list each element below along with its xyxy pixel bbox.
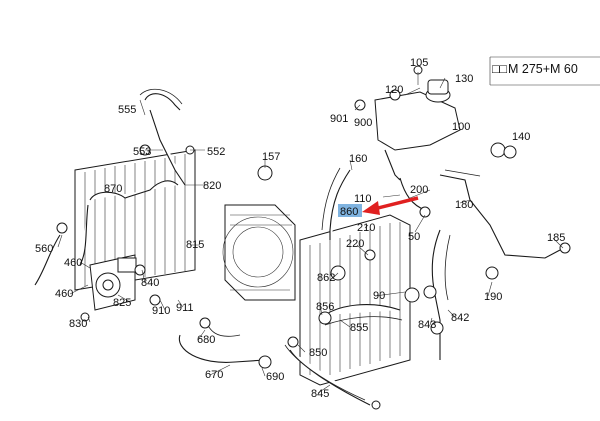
label-830: 830 (69, 318, 87, 330)
water-pump-825 (89, 254, 137, 311)
label-100: 100 (452, 121, 470, 133)
label-90: 90 (373, 290, 385, 302)
label-130: 130 (455, 73, 473, 85)
label-560: 560 (35, 243, 53, 255)
leader-lines (57, 72, 564, 394)
hose-855 (324, 304, 401, 316)
label-910: 910 (152, 305, 170, 317)
label-825: 825 (113, 297, 131, 309)
label-850: 850 (309, 347, 327, 359)
label-50: 50 (408, 231, 420, 243)
header-engine-text: M 275+M 60 (508, 62, 578, 76)
label-815: 815 (186, 239, 204, 251)
label-220: 220 (346, 238, 364, 250)
label-210: 210 (357, 222, 375, 234)
label-690: 690 (266, 371, 284, 383)
label-856: 856 (316, 301, 334, 313)
engine-header: □□ M 275+M 60 (489, 56, 600, 86)
expansion-tank-100 (374, 79, 461, 181)
label-180: 180 (455, 199, 473, 211)
header-box-glyph: □□ (492, 62, 508, 76)
hose-560 (34, 234, 61, 286)
right-radiator (299, 214, 411, 386)
fittings (56, 65, 571, 410)
label-157: 157 (262, 151, 280, 163)
hose-555 (144, 93, 186, 186)
label-140: 140 (512, 131, 530, 143)
red-arrow (362, 196, 419, 215)
label-552: 552 (207, 146, 225, 158)
label-460-top: 460 (64, 257, 82, 269)
label-911: 911 (176, 302, 194, 314)
label-843: 843 (418, 319, 436, 331)
label-845: 845 (311, 388, 329, 400)
label-190: 190 (484, 291, 502, 303)
label-870: 870 (104, 183, 122, 195)
label-553: 553 (133, 146, 151, 158)
label-555: 555 (118, 104, 136, 116)
part-labels: 105 130 120 901 900 100 140 555 553 552 … (35, 57, 565, 400)
label-110: 110 (354, 193, 372, 205)
label-185: 185 (547, 232, 565, 244)
label-200: 200 (410, 184, 428, 196)
label-860: 860 (340, 206, 358, 218)
label-842: 842 (451, 312, 469, 324)
label-855: 855 (350, 322, 368, 334)
pipe-180 (439, 174, 561, 259)
hose-670 (178, 334, 266, 363)
label-901: 901 (330, 113, 348, 125)
label-670: 670 (205, 369, 223, 381)
label-105: 105 (410, 57, 428, 69)
label-120: 120 (385, 84, 403, 96)
label-160: 160 (349, 153, 367, 165)
label-900: 900 (354, 117, 372, 129)
label-820: 820 (203, 180, 221, 192)
hose-870 (89, 180, 179, 201)
label-460-bottom: 460 (55, 288, 73, 300)
center-radiator (222, 204, 296, 301)
label-680: 680 (197, 334, 215, 346)
highlight-860 (338, 204, 362, 217)
label-840: 840 (141, 277, 159, 289)
label-862: 862 (317, 272, 335, 284)
